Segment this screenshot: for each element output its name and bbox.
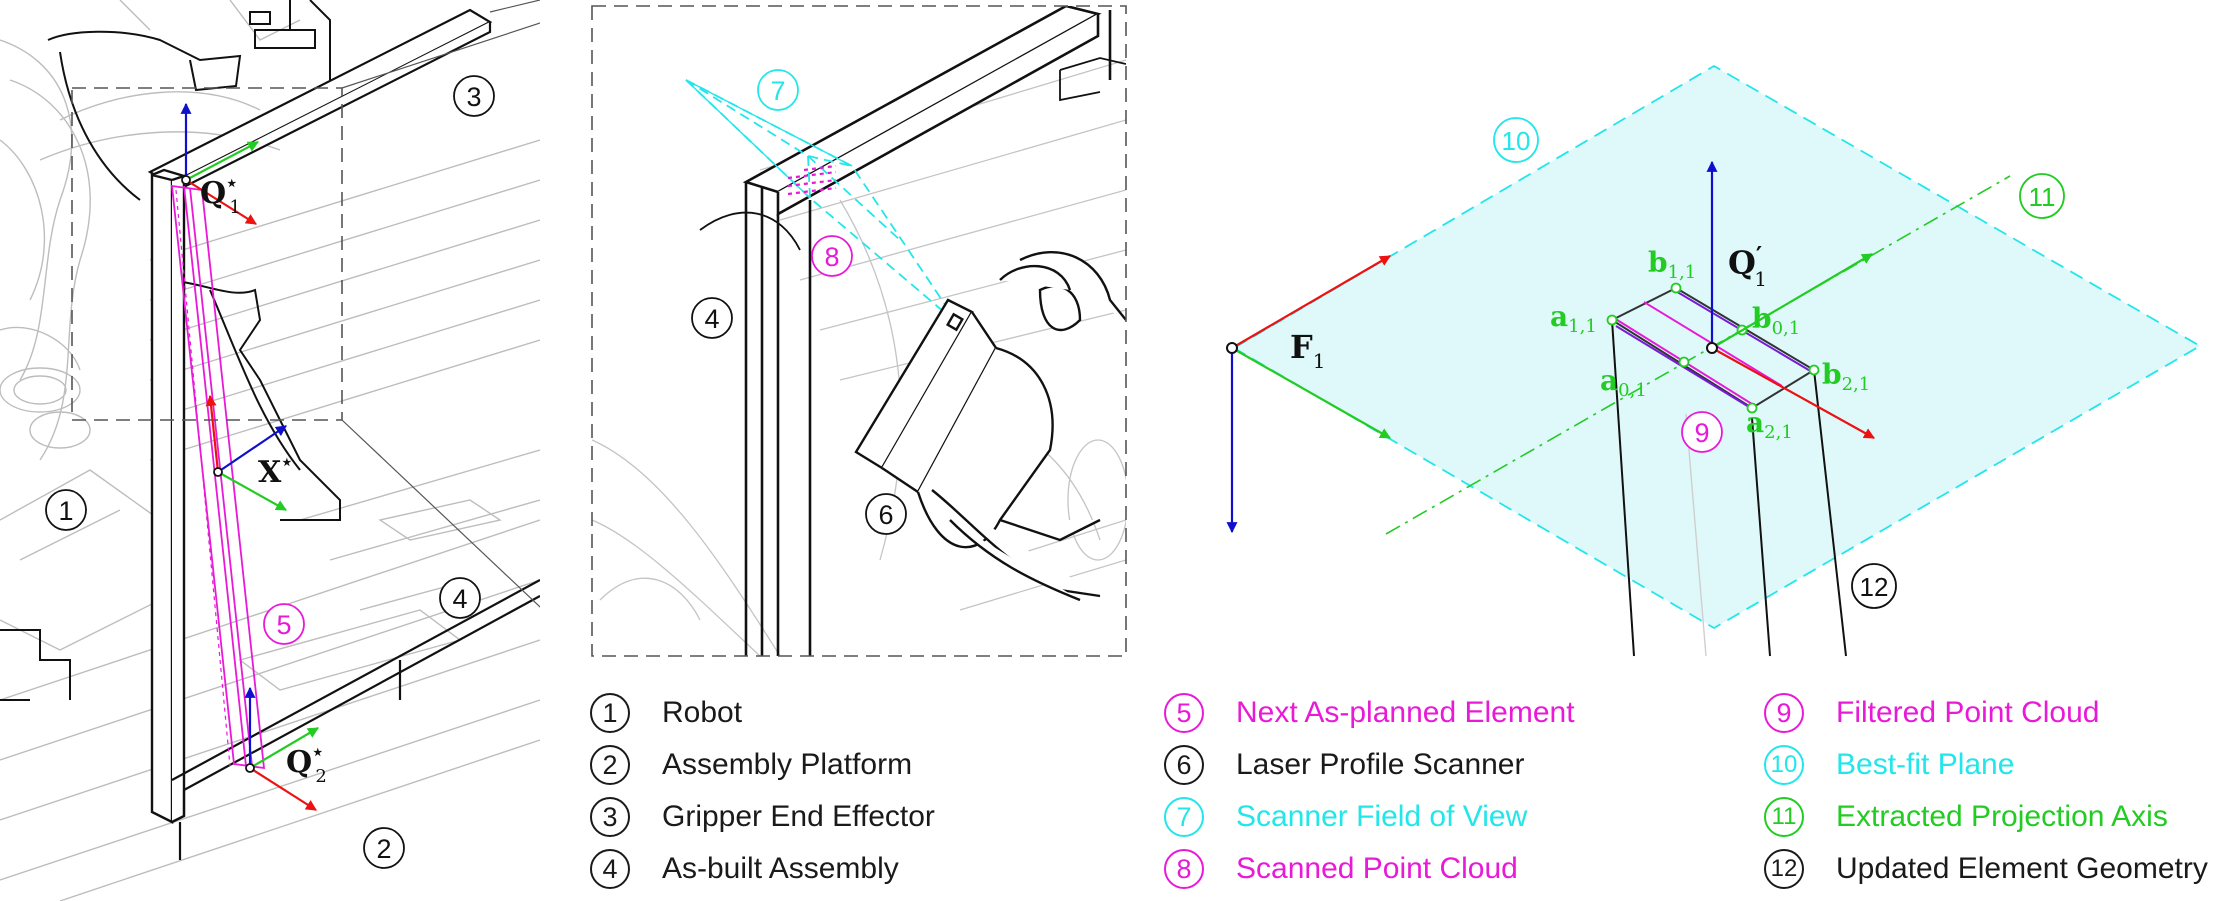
callout-plane: 10 — [1493, 117, 1539, 163]
legend-item-updated-geometry: 12 Updated Element Geometry — [1764, 847, 2208, 891]
legend-label: Extracted Projection Axis — [1836, 800, 2168, 833]
callout-filtered-cloud: 9 — [1681, 411, 1723, 453]
legend-label: Assembly Platform — [662, 748, 913, 781]
legend-label: Updated Element Geometry — [1836, 852, 2208, 885]
legend-number: 6 — [1164, 745, 1204, 785]
callout-scanned-cloud: 8 — [811, 235, 853, 277]
as-built-rail — [171, 579, 540, 860]
edge-points — [1606, 282, 1820, 414]
callout-assembly-left: 4 — [439, 577, 481, 619]
svg-text:4: 4 — [704, 304, 719, 334]
legend-number: 9 — [1764, 693, 1804, 733]
left-panel: Q⋆1 X⋆ Q⋆2 3 1 4 — [0, 0, 540, 901]
callout-updated-geometry: 12 — [1851, 563, 1897, 609]
legend-number: 4 — [590, 849, 630, 889]
svg-text:7: 7 — [770, 76, 785, 106]
legend-label: Scanner Field of View — [1236, 800, 1528, 833]
callout-axis: 11 — [2019, 173, 2065, 219]
frame-f1 — [1226, 255, 1391, 534]
legend-number: 7 — [1164, 797, 1204, 837]
scanner-env-dark — [699, 57, 1126, 251]
frame-q1-prime — [1706, 160, 1875, 439]
svg-text:4: 4 — [452, 584, 467, 614]
middle-panel: 7 8 4 6 — [591, 5, 1127, 657]
assembly-corner — [742, 6, 1112, 656]
legend-number: 1 — [590, 693, 630, 733]
scanned-cloud — [787, 164, 837, 196]
callout-platform: 2 — [363, 827, 405, 869]
svg-text:3: 3 — [466, 82, 481, 112]
svg-text:1: 1 — [58, 496, 73, 526]
legend-item-robot: 1 Robot — [590, 691, 742, 735]
legend-number: 2 — [590, 745, 630, 785]
svg-text:5: 5 — [276, 610, 291, 640]
legend-item-projection-axis: 11 Extracted Projection Axis — [1764, 795, 2168, 839]
svg-text:10: 10 — [1502, 126, 1531, 156]
legend-item-best-fit-plane: 10 Best-fit Plane — [1764, 743, 2014, 787]
callout-scanner: 6 — [865, 493, 907, 535]
projection-axis — [1385, 175, 2011, 535]
legend-number: 5 — [1164, 693, 1204, 733]
label-x-star: X⋆ — [258, 452, 293, 490]
frame-q2-star — [244, 686, 319, 811]
legend-label: Laser Profile Scanner — [1236, 748, 1525, 781]
label-f1: F1 — [1290, 328, 1325, 373]
label-b11: b1,1 — [1648, 246, 1696, 283]
legend-label: Gripper End Effector — [662, 800, 935, 833]
label-a01: a0,1 — [1600, 364, 1647, 401]
svg-text:8: 8 — [824, 242, 839, 272]
svg-text:11: 11 — [2029, 182, 2056, 212]
callout-robot: 1 — [45, 489, 87, 531]
label-q1-prime: Q′1 — [1728, 241, 1767, 291]
legend-label: As-built Assembly — [662, 852, 899, 885]
legend-number: 3 — [590, 797, 630, 837]
legend-number: 10 — [1764, 745, 1804, 785]
callout-fov: 7 — [757, 69, 799, 111]
as-built-post — [150, 168, 186, 824]
gripper-beam — [147, 8, 493, 196]
legend-label: Robot — [662, 696, 743, 729]
legend-item-filtered-cloud: 9 Filtered Point Cloud — [1764, 691, 2099, 735]
right-panel: F1 Q′1 b1,1 b0,1 a1,1 a0,1 b2,1 a2,1 10 … — [1226, 64, 2202, 657]
label-b21: b2,1 — [1822, 358, 1870, 395]
label-a21: a2,1 — [1746, 406, 1793, 443]
detail-box — [71, 87, 343, 421]
legend-item-assembly-platform: 2 Assembly Platform — [590, 743, 912, 787]
frame-q1-star — [180, 102, 259, 225]
svg-text:9: 9 — [1694, 418, 1709, 448]
legend-number: 12 — [1764, 849, 1804, 889]
label-q2-star: Q⋆2 — [286, 742, 327, 787]
legend-item-field-of-view: 7 Scanner Field of View — [1164, 795, 1527, 839]
svg-text:12: 12 — [1860, 572, 1889, 602]
legend-item-next-element: 5 Next As-planned Element — [1164, 691, 1575, 735]
frame-x-star — [205, 394, 287, 511]
legend-label: Scanned Point Cloud — [1236, 852, 1518, 885]
legend-number: 11 — [1764, 797, 1804, 837]
label-a11: a1,1 — [1550, 300, 1597, 337]
next-element-outline — [170, 184, 266, 770]
updated-geometry — [1611, 319, 1847, 657]
legend-item-scanner: 6 Laser Profile Scanner — [1164, 743, 1525, 787]
svg-text:2: 2 — [376, 834, 391, 864]
laser-scanner — [854, 250, 1126, 602]
callout-gripper: 3 — [453, 75, 495, 117]
legend-item-as-built-assembly: 4 As-built Assembly — [590, 847, 899, 891]
detail-frame — [591, 5, 1127, 657]
label-q1-star: Q⋆1 — [200, 173, 241, 218]
legend-item-gripper: 3 Gripper End Effector — [590, 795, 935, 839]
legend-label: Next As-planned Element — [1236, 696, 1575, 729]
callout-assembly-mid: 4 — [691, 297, 733, 339]
svg-text:6: 6 — [878, 500, 893, 530]
legend-number: 8 — [1164, 849, 1204, 889]
legend-item-scanned-cloud: 8 Scanned Point Cloud — [1164, 847, 1518, 891]
label-b01: b0,1 — [1752, 302, 1800, 339]
callout-next-element: 5 — [263, 603, 305, 645]
legend-label: Best-fit Plane — [1836, 748, 2015, 781]
legend-label: Filtered Point Cloud — [1836, 696, 2100, 729]
